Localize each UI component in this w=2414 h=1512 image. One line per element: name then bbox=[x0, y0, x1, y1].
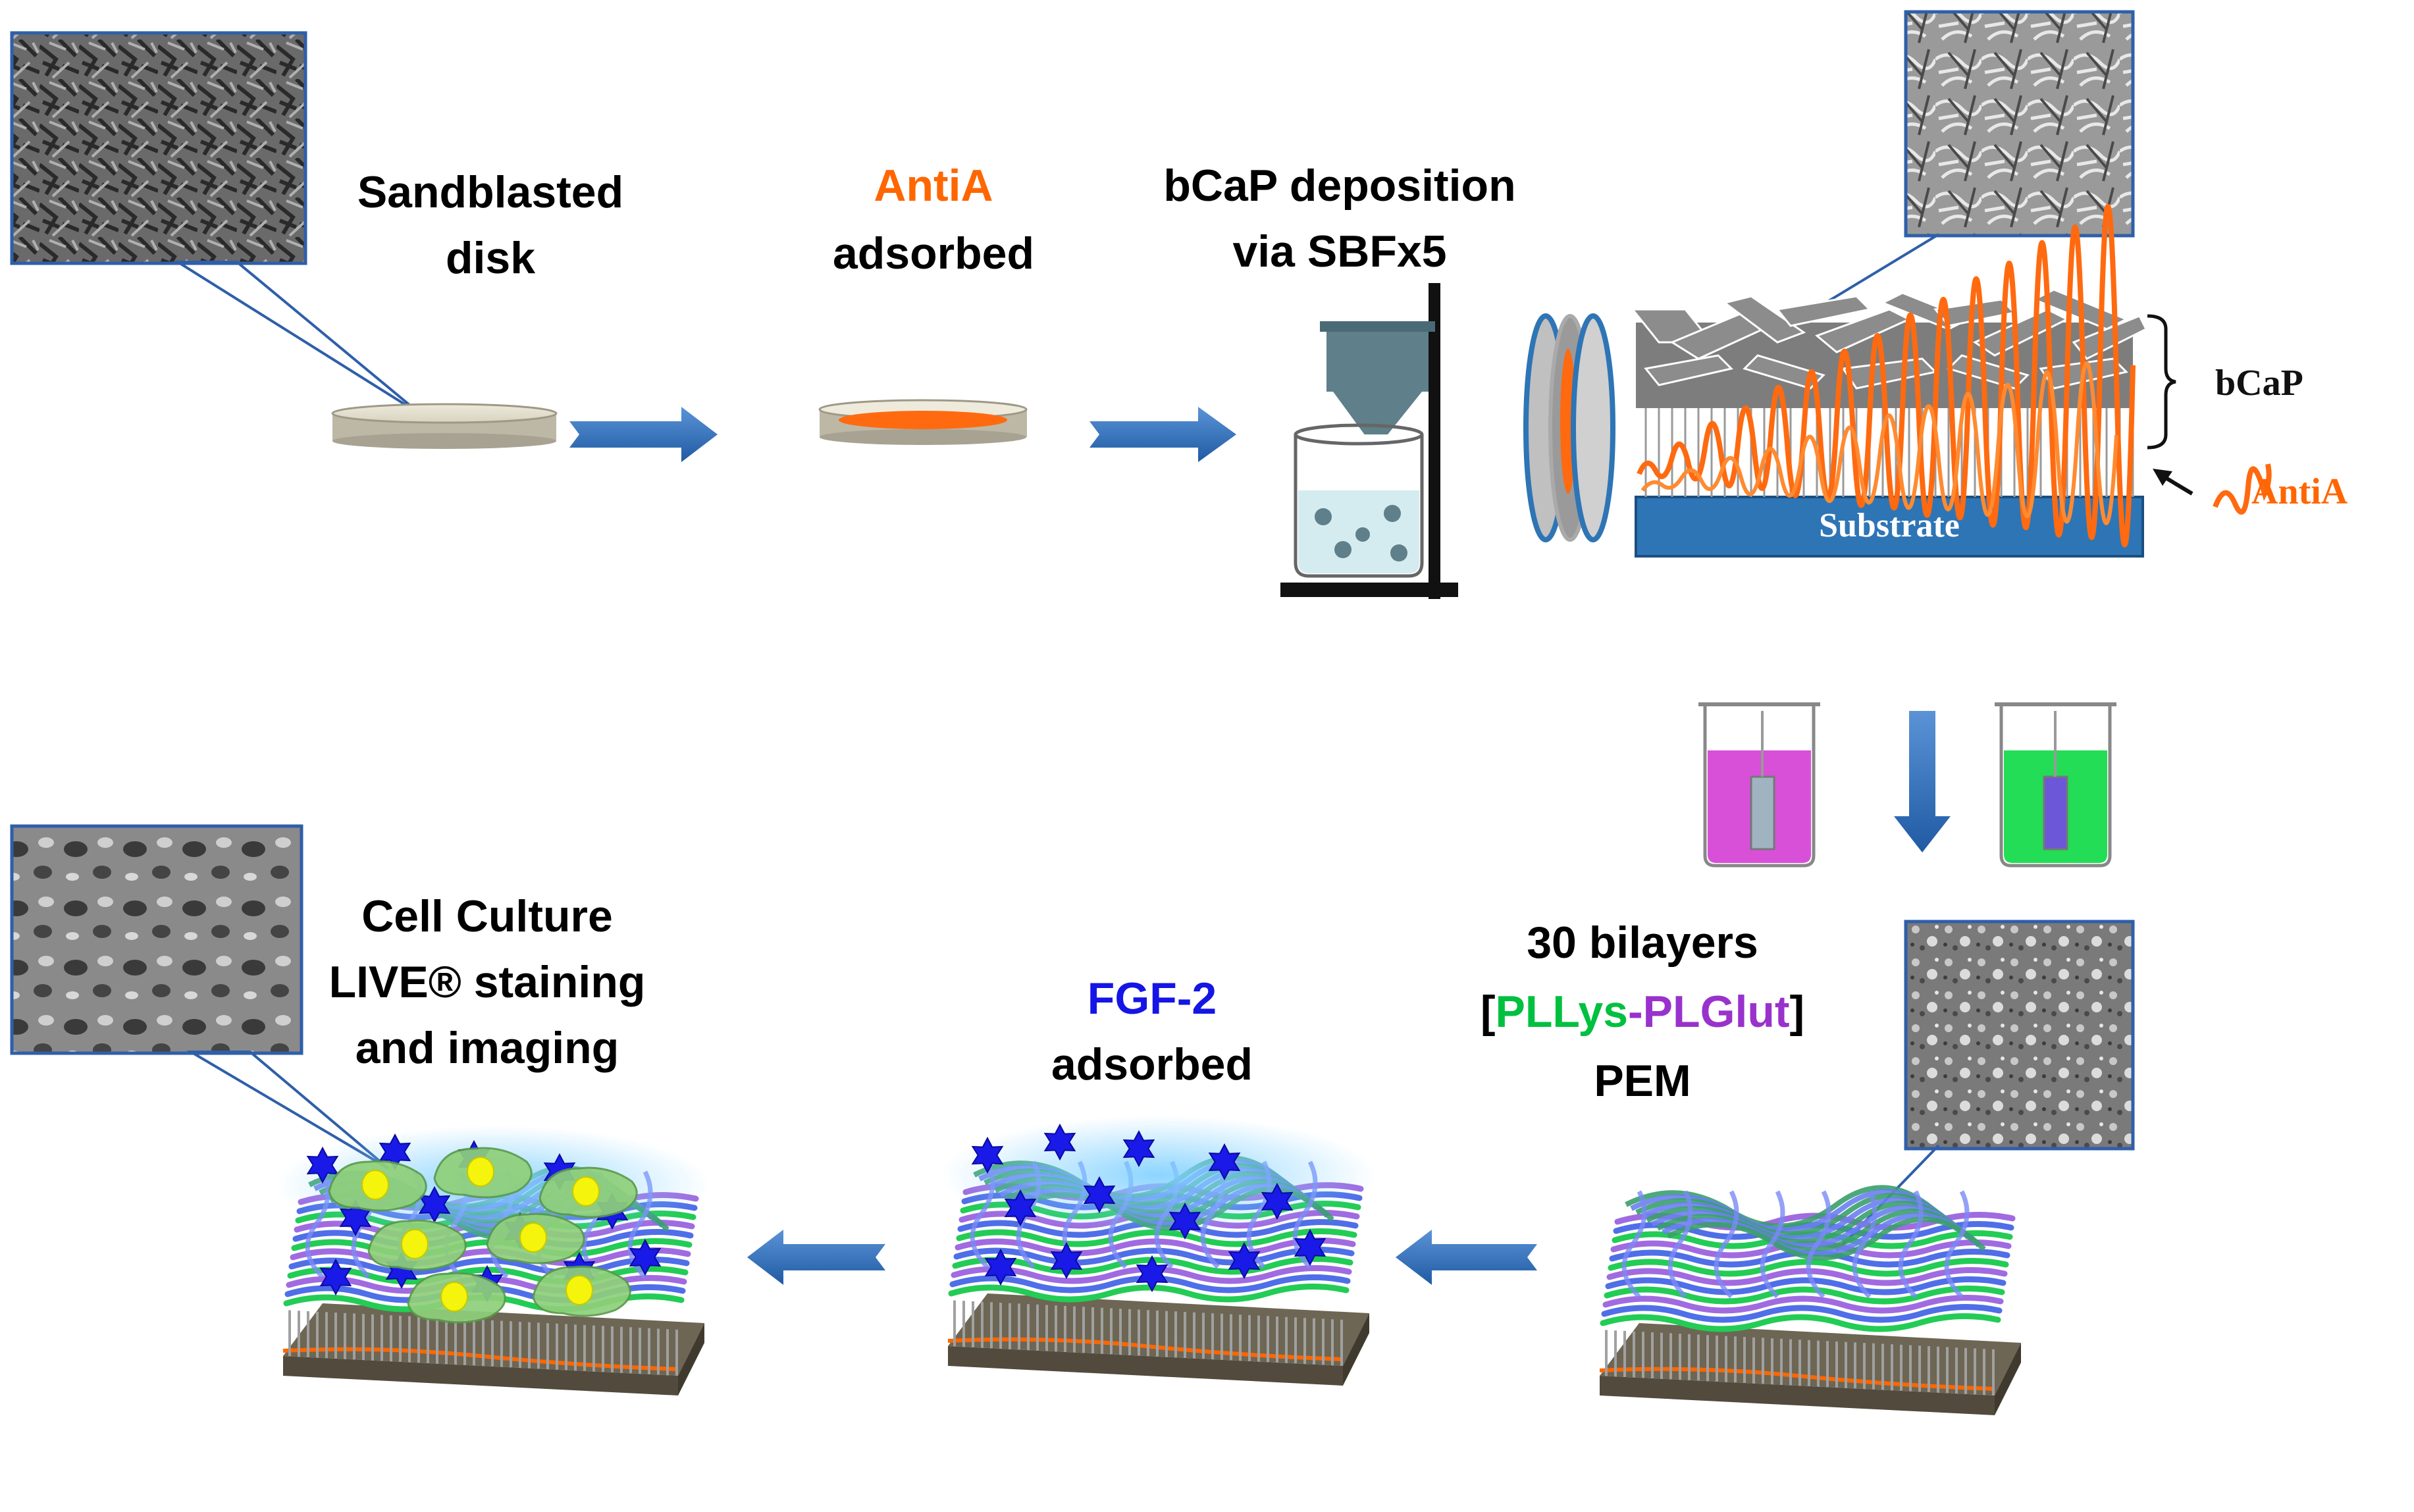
antia-layer bbox=[1637, 203, 2136, 548]
arrow-right-icon bbox=[1089, 407, 1236, 462]
label-sandblasted-line2: disk bbox=[446, 233, 535, 283]
arrow-left-icon bbox=[747, 1230, 885, 1285]
star-growth-factor-icon bbox=[306, 1146, 339, 1184]
nucleus bbox=[519, 1222, 547, 1253]
sem-micrograph-cell-culture bbox=[10, 824, 390, 1170]
star-growth-factor-icon bbox=[971, 1136, 1004, 1174]
nucleus bbox=[401, 1229, 429, 1259]
bcap-label: bCaP bbox=[2215, 363, 2303, 404]
arrow-right-icon bbox=[569, 407, 718, 462]
star-growth-factor-icon bbox=[1208, 1143, 1241, 1181]
nucleus bbox=[440, 1282, 468, 1312]
label-pem-composition: [PLLys-PLGlut] bbox=[1481, 987, 1804, 1037]
substrate-label: Substrate bbox=[1819, 507, 1960, 544]
nucleus bbox=[565, 1275, 593, 1305]
label-fgf2: FGF-2 bbox=[1088, 974, 1217, 1024]
pem-block bbox=[1599, 1185, 2021, 1415]
star-growth-factor-icon bbox=[1168, 1202, 1201, 1240]
label-imaging: and imaging bbox=[355, 1023, 619, 1073]
label-bcap-deposition: bCaP deposition bbox=[1163, 161, 1515, 211]
beaker-icon bbox=[1995, 702, 2116, 868]
nucleus bbox=[467, 1157, 494, 1187]
arrow-down-icon bbox=[1894, 711, 1951, 852]
star-growth-factor-icon bbox=[1228, 1241, 1261, 1280]
disk-antia-icon bbox=[818, 399, 1028, 445]
star-growth-factor-icon bbox=[1004, 1189, 1037, 1227]
star-growth-factor-icon bbox=[1136, 1255, 1168, 1293]
disk-icon bbox=[331, 403, 558, 449]
sem-micrograph-sandblasted bbox=[10, 31, 423, 416]
label-via-sbf: via SBFx5 bbox=[1232, 226, 1446, 276]
label-antia-adsorbed: adsorbed bbox=[833, 228, 1034, 278]
star-growth-factor-icon bbox=[629, 1238, 662, 1276]
label-antia: AntiA bbox=[874, 161, 993, 211]
bcap-bracket bbox=[2147, 314, 2176, 450]
disk-stack-icon bbox=[1523, 313, 1615, 542]
star-growth-factor-icon bbox=[1083, 1176, 1116, 1214]
antia-label: AntiA bbox=[2251, 471, 2348, 512]
label-cell-culture: Cell Culture bbox=[361, 891, 613, 941]
deposition-apparatus-icon bbox=[1280, 283, 1458, 599]
sem-micrograph-bcap bbox=[1816, 10, 2135, 309]
label-pem: PEM bbox=[1594, 1056, 1691, 1106]
label-live-staining: LIVE® staining bbox=[329, 957, 646, 1007]
star-growth-factor-icon bbox=[1043, 1123, 1076, 1161]
star-growth-factor-icon bbox=[1294, 1228, 1326, 1266]
star-growth-factor-icon bbox=[984, 1248, 1017, 1286]
label-sandblasted-line1: Sandblasted bbox=[357, 167, 623, 217]
sem-micrograph-pem bbox=[1835, 920, 2135, 1252]
label-fgf2-adsorbed: adsorbed bbox=[1051, 1039, 1253, 1089]
label-30-bilayers: 30 bilayers bbox=[1527, 918, 1758, 968]
arrow-left-icon bbox=[1396, 1230, 1537, 1285]
bcap-schematic: Substrate bbox=[1630, 203, 2348, 558]
star-growth-factor-icon bbox=[1122, 1130, 1155, 1168]
nucleus bbox=[572, 1176, 600, 1207]
star-growth-factor-icon bbox=[319, 1258, 352, 1296]
star-growth-factor-icon bbox=[1261, 1182, 1294, 1220]
star-growth-factor-icon bbox=[1050, 1241, 1083, 1280]
beaker-icon bbox=[1698, 702, 1820, 868]
nucleus bbox=[361, 1170, 389, 1200]
cell-culture-block bbox=[276, 1126, 711, 1395]
fgf2-block bbox=[941, 1116, 1376, 1386]
